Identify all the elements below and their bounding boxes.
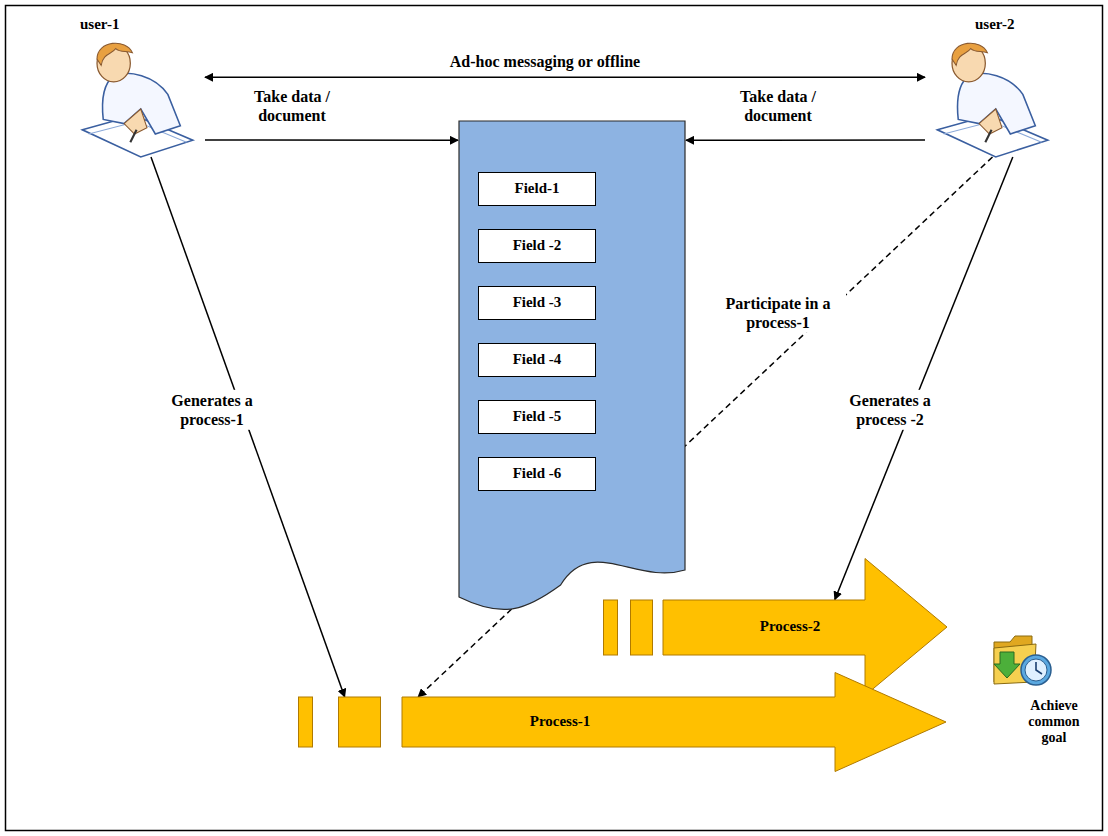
user-node: user-1: [70, 12, 205, 157]
goal-label: Achieve common goal: [1018, 698, 1090, 746]
field-box: Field -2: [478, 229, 596, 263]
user-name: user-1: [80, 16, 119, 33]
edge-label: Take data / document: [720, 86, 836, 126]
edge-label: Ad-hoc messaging or offline: [447, 51, 643, 72]
process-bar: [299, 697, 313, 747]
outer-frame: [6, 6, 1103, 831]
field-label: Field -2: [513, 237, 562, 254]
field-box: Field-1: [478, 172, 596, 206]
process-arrow: Process-2: [603, 558, 948, 696]
edge-label: Take data / document: [234, 86, 350, 126]
process-bar: [631, 600, 653, 655]
clock-inner: [1025, 659, 1047, 681]
connector: [205, 139, 458, 141]
green-arrow: [994, 652, 1020, 678]
field-box: Field -6: [478, 457, 596, 491]
user-figure: [72, 34, 197, 159]
process-arrow-shape: [298, 672, 947, 772]
process-label: Process-2: [760, 618, 821, 635]
connector: [151, 157, 345, 697]
field-box: Field -5: [478, 400, 596, 434]
goal-node: Achieve common goal: [990, 628, 1100, 768]
clock-face: [1021, 655, 1051, 685]
edge-label: Participate in a process-1: [710, 293, 846, 333]
edge-label: Generates a process-1: [154, 390, 270, 430]
field-box: Field -3: [478, 286, 596, 320]
hair: [952, 43, 987, 65]
hair: [97, 43, 132, 65]
user-node: user-2: [925, 12, 1060, 157]
field-label: Field -6: [513, 465, 562, 482]
process-label: Process-1: [530, 713, 591, 730]
process-bar: [339, 697, 381, 747]
process-arrow-outline: [663, 559, 947, 696]
document-node: Field-1Field -2 Field -3 Field -4 Field -5 F…: [458, 120, 686, 615]
field-label: Field-1: [515, 180, 560, 197]
process-arrow: Process-1: [298, 672, 947, 772]
field-label: Field -5: [513, 408, 562, 425]
process-arrow-outline: [402, 673, 946, 772]
field-label: Field -4: [513, 351, 562, 368]
user-figure: [927, 34, 1052, 159]
pen: [985, 130, 991, 143]
clock-hands: [1036, 662, 1042, 674]
edge-label: Generates a process -2: [832, 390, 948, 430]
field-box: Field -4: [478, 343, 596, 377]
connector: [205, 77, 925, 79]
document-outline: [459, 121, 685, 609]
connector: [686, 139, 925, 141]
field-label: Field -3: [513, 294, 562, 311]
dashed-connector: [418, 157, 992, 697]
process-bar: [604, 600, 618, 655]
goal-icon: [990, 628, 1056, 690]
connector: [835, 157, 1013, 600]
user-name: user-2: [975, 16, 1014, 33]
pen: [130, 130, 136, 143]
